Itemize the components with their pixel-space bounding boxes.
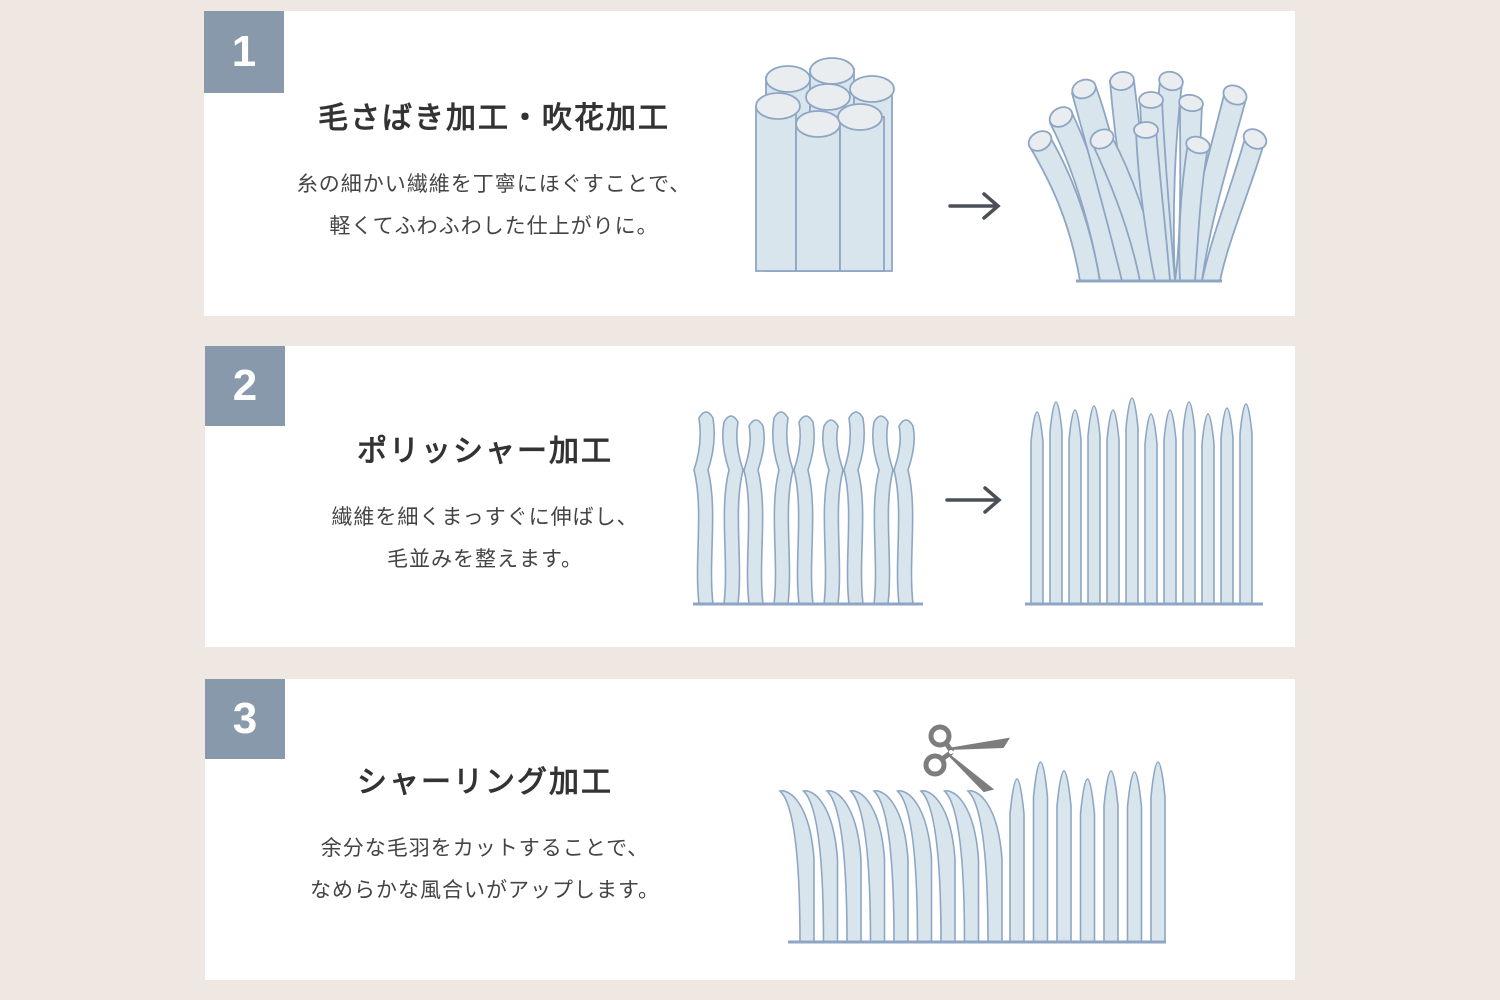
step-number-badge: 3 (205, 679, 285, 759)
straight-fiber (1220, 407, 1234, 605)
trimmed-fiber (801, 790, 839, 943)
long-fiber (1150, 761, 1166, 943)
step-text: シャーリング加工 余分な毛羽をカットすることで、 なめらかな風合いがアップします… (245, 757, 725, 911)
straight-fiber (1163, 409, 1177, 605)
step-title: 毛さばき加工・吹花加工 (318, 101, 670, 136)
step-text: 毛さばき加工・吹花加工 糸の細かい繊維を丁寧にほぐすことで、 軽くてふわふわした… (254, 93, 734, 247)
step-title: ポリッシャー加工 (357, 434, 613, 469)
step-description-line: 軽くてふわふわした仕上がりに。 (329, 214, 659, 238)
wavy-fiber (843, 411, 866, 605)
wavy-fiber (871, 415, 894, 605)
wavy-fiber (793, 415, 816, 605)
fiber-straightening-illustration (693, 397, 1263, 606)
straight-fiber (1030, 411, 1044, 605)
long-fiber (1079, 778, 1096, 943)
trimmed-fiber (778, 790, 815, 943)
straight-fiber (1201, 413, 1215, 605)
straight-fiber (1087, 405, 1101, 605)
long-fiber (1032, 761, 1049, 943)
straight-fiber (1106, 409, 1120, 605)
step-card-3: 3 シャーリング加工 余分な毛羽をカットすることで、 なめらかな風合いがアップし… (205, 679, 1295, 980)
scissors-icon (923, 724, 1011, 793)
trimmed-fiber (966, 790, 1003, 943)
wavy-fiber (893, 419, 916, 605)
step-description-line: 糸の細かい繊維を丁寧にほぐすことで、 (296, 172, 692, 196)
step-title: シャーリング加工 (357, 765, 613, 800)
arrow-right-icon (945, 486, 1002, 514)
trimmed-fiber (942, 790, 980, 943)
long-fiber (1103, 770, 1119, 943)
fiber-bundle-illustration (755, 57, 1268, 283)
long-fiber (1056, 770, 1072, 943)
trimmed-fiber (872, 790, 909, 943)
wavy-fiber (821, 419, 844, 605)
step-text: ポリッシャー加工 繊維を細くまっすぐに伸ばし、 毛並みを整えます。 (245, 426, 725, 580)
wavy-fiber (771, 411, 794, 605)
long-fiber (1126, 771, 1143, 943)
step-description-line: 繊維を細くまっすぐに伸ばし、 (331, 505, 639, 529)
straight-fiber (1239, 403, 1253, 605)
step-description-line: 毛並みを整えます。 (387, 547, 583, 571)
step-description-line: なめらかな風合いがアップします。 (310, 878, 660, 902)
straight-fiber (1049, 401, 1063, 605)
step-card-1: 1 毛さばき加工・吹花加工 糸の細かい繊維を丁寧にほぐすことで、 軽くてふわふわ… (204, 11, 1295, 316)
wavy-fiber (743, 419, 766, 605)
wavy-fiber (693, 411, 716, 605)
straight-fiber (1125, 397, 1139, 605)
long-fiber (1009, 778, 1025, 943)
trimmed-fiber (848, 790, 886, 943)
step-description-line: 余分な毛羽をカットすることで、 (320, 836, 650, 860)
shearing-illustration (778, 724, 1166, 944)
straight-fiber (1182, 401, 1196, 605)
step-number-badge: 1 (204, 11, 284, 93)
arrow-right-icon (948, 192, 1001, 220)
straight-fiber (1068, 409, 1082, 605)
trimmed-fiber (919, 790, 956, 943)
trimmed-fiber (825, 790, 862, 943)
step-number-badge: 2 (205, 346, 285, 426)
step-card-2: 2 ポリッシャー加工 繊維を細くまっすぐに伸ばし、 毛並みを整えます。 (205, 346, 1295, 647)
trimmed-fiber (895, 790, 933, 943)
wavy-fiber (721, 415, 744, 605)
straight-fiber (1144, 413, 1158, 605)
